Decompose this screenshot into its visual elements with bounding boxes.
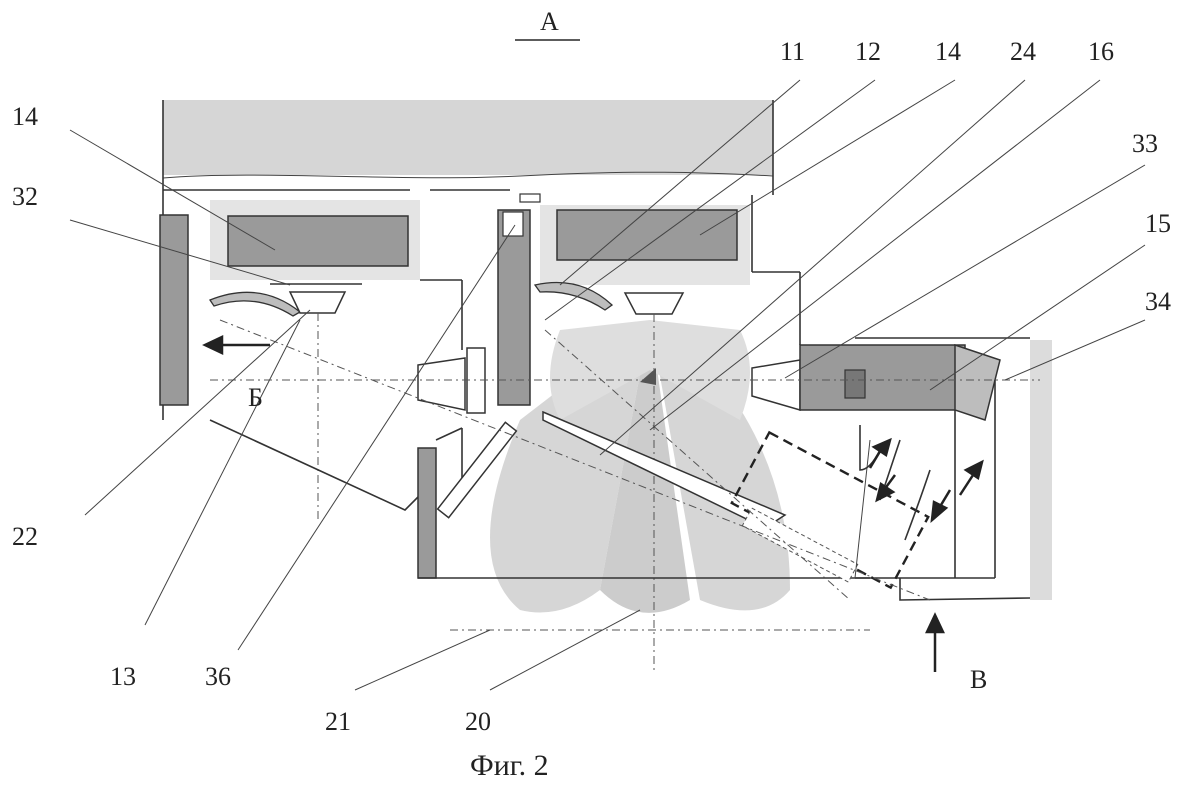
right-lamp-reflector [535, 283, 612, 311]
callout-36: 36 [205, 662, 231, 691]
callout-24: 24 [1010, 37, 1036, 66]
callout-22: 22 [12, 522, 38, 551]
left-lamp-reflector [210, 292, 300, 316]
callout-12: 12 [855, 37, 881, 66]
right-luggage-bin [557, 210, 737, 260]
door-step [900, 578, 1030, 600]
section-label-v: В [970, 665, 987, 694]
left-luggage-bin [228, 216, 408, 266]
callout-14-left: 14 [12, 102, 38, 131]
callout-20: 20 [465, 707, 491, 736]
right-wall-shading [1030, 340, 1052, 600]
callout-21: 21 [325, 707, 351, 736]
callout-32: 32 [12, 182, 38, 211]
floor-left-post [418, 448, 436, 578]
right-light-fixture [625, 293, 683, 314]
callout-13: 13 [110, 662, 136, 691]
door-track [855, 440, 870, 578]
view-label-a: А [540, 7, 559, 36]
section-label-b: Б [248, 383, 263, 412]
callout-33: 33 [1132, 129, 1158, 158]
ceiling-slab [163, 100, 773, 175]
center-small-block [520, 194, 540, 202]
left-floor-line [210, 420, 420, 510]
left-window-frame [418, 358, 465, 410]
callout-15: 15 [1145, 209, 1171, 238]
figure-caption: Фиг. 2 [470, 749, 549, 782]
indicator-box [845, 370, 865, 398]
center-column-cap [503, 212, 523, 236]
door-panel [955, 345, 1000, 420]
callout-14-right: 14 [935, 37, 961, 66]
left-sidewall [160, 215, 188, 405]
callout-16: 16 [1088, 37, 1114, 66]
left-light-fixture [290, 292, 345, 313]
floor-step [436, 428, 462, 440]
swing-curve-b [905, 470, 930, 540]
callout-11: 11 [780, 37, 805, 66]
center-column [498, 210, 530, 405]
callout-34: 34 [1145, 287, 1171, 316]
right-window-frame [752, 360, 800, 410]
